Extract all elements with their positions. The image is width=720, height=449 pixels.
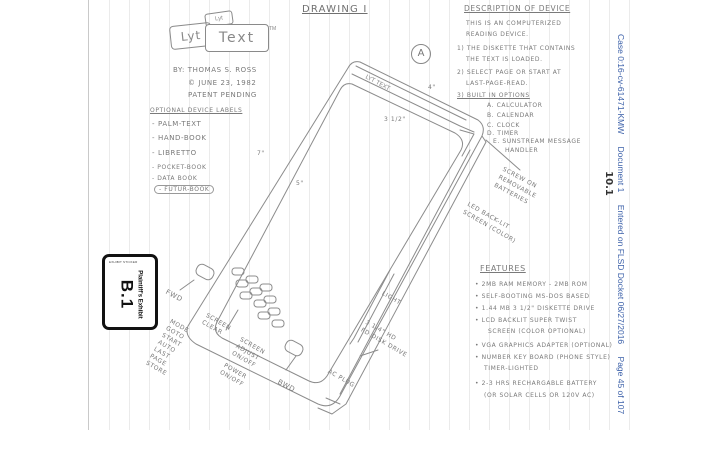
feature-item: LCD backlit super twist: [475, 317, 577, 324]
reference-marker: A: [411, 44, 431, 64]
patent-status: Patent Pending: [188, 91, 257, 99]
optional-label-item: - Pocket-Book: [152, 164, 207, 171]
dimension-label: 7": [257, 150, 265, 157]
page-marker: 10.1: [602, 171, 614, 196]
exhibit-sticker: EXHIBIT STICKER Plaintiff's Exhibit B.1: [102, 254, 158, 330]
stamp-case: Case 0:16-cv-61471-KMW: [616, 34, 626, 135]
features-heading: Features: [480, 264, 526, 273]
option-item: D. Timer: [487, 130, 519, 137]
exhibit-number: B.1: [117, 279, 137, 310]
stamp-entered: Entered on FLSD Docket 06/27/2016: [616, 204, 626, 345]
dimension-label: 5": [296, 180, 304, 187]
description-step-1: 1) The diskette that contains: [457, 45, 576, 52]
trademark-mark: TM: [269, 26, 277, 32]
feature-item: 1.44 MB 3 1/2" diskette drive: [475, 305, 595, 312]
exhibit-sticker-caption: EXHIBIT STICKER: [109, 260, 138, 264]
feature-item: 2-3 hrs rechargable battery: [475, 380, 597, 387]
description-step-1-cont: the text is loaded.: [466, 56, 543, 63]
dimension-label: 4": [428, 84, 436, 91]
description-heading: Description of Device: [464, 4, 571, 13]
description-step-2: 2) Select page or start at: [457, 69, 562, 76]
optional-label-item: - Palm-Text: [152, 120, 202, 128]
optional-label-item: - Hand-Book: [152, 134, 207, 142]
optional-label-item-circled: - Futur-Book: [154, 185, 215, 194]
page-edge: [88, 0, 89, 430]
feature-item: Number key board (phone style): [475, 354, 610, 361]
feature-item: VGA graphics adapter (optional): [475, 342, 613, 349]
description-intro-line: reading device.: [466, 31, 529, 38]
court-docket-stamp: Case 0:16-cv-61471-KMW Document 1 Entere…: [616, 34, 626, 414]
optional-label-item: - Libretto: [152, 149, 197, 157]
feature-item-cont: timer-lighted: [484, 365, 539, 372]
exhibit-label: Plaintiff's Exhibit: [136, 270, 143, 319]
copyright-date: © June 23, 1982: [188, 79, 257, 87]
feature-item: Self-booting MS-DOS based: [475, 293, 590, 300]
feature-item-cont: screen (color optional): [488, 328, 586, 335]
description-step-2-cont: last-page-read.: [466, 80, 529, 87]
description-step-3: 3) Built in options: [457, 92, 530, 99]
option-item: C. Clock: [487, 122, 520, 129]
stamp-document: Document 1: [616, 146, 626, 193]
author-by-line: By: Thomas S. Ross: [173, 66, 257, 74]
option-item: E. Sunstream message: [493, 138, 582, 145]
stamp-page: Page 45 of 107: [616, 356, 626, 415]
drawing-title: Drawing I: [302, 4, 368, 15]
logo-right-box: Text: [205, 24, 269, 52]
option-item: A. Calculator: [487, 102, 543, 109]
description-intro-line: This is an computerized: [466, 20, 562, 27]
option-item: B. Calendar: [487, 112, 535, 119]
exhibit-sticker-content: Plaintiff's Exhibit B.1: [118, 262, 143, 328]
optional-labels-heading: Optional Device Labels: [150, 107, 243, 114]
dimension-label: 3 1/2": [384, 116, 406, 123]
lyt-text-logo: Lyt Lyt Text TM: [165, 10, 277, 60]
optional-label-item: - Data Book: [152, 175, 198, 182]
feature-item: 2MB RAM Memory - 2MB ROM: [475, 281, 588, 288]
option-item: handler: [505, 147, 539, 154]
feature-item-cont: (or solar cells or 120v AC): [484, 392, 595, 399]
